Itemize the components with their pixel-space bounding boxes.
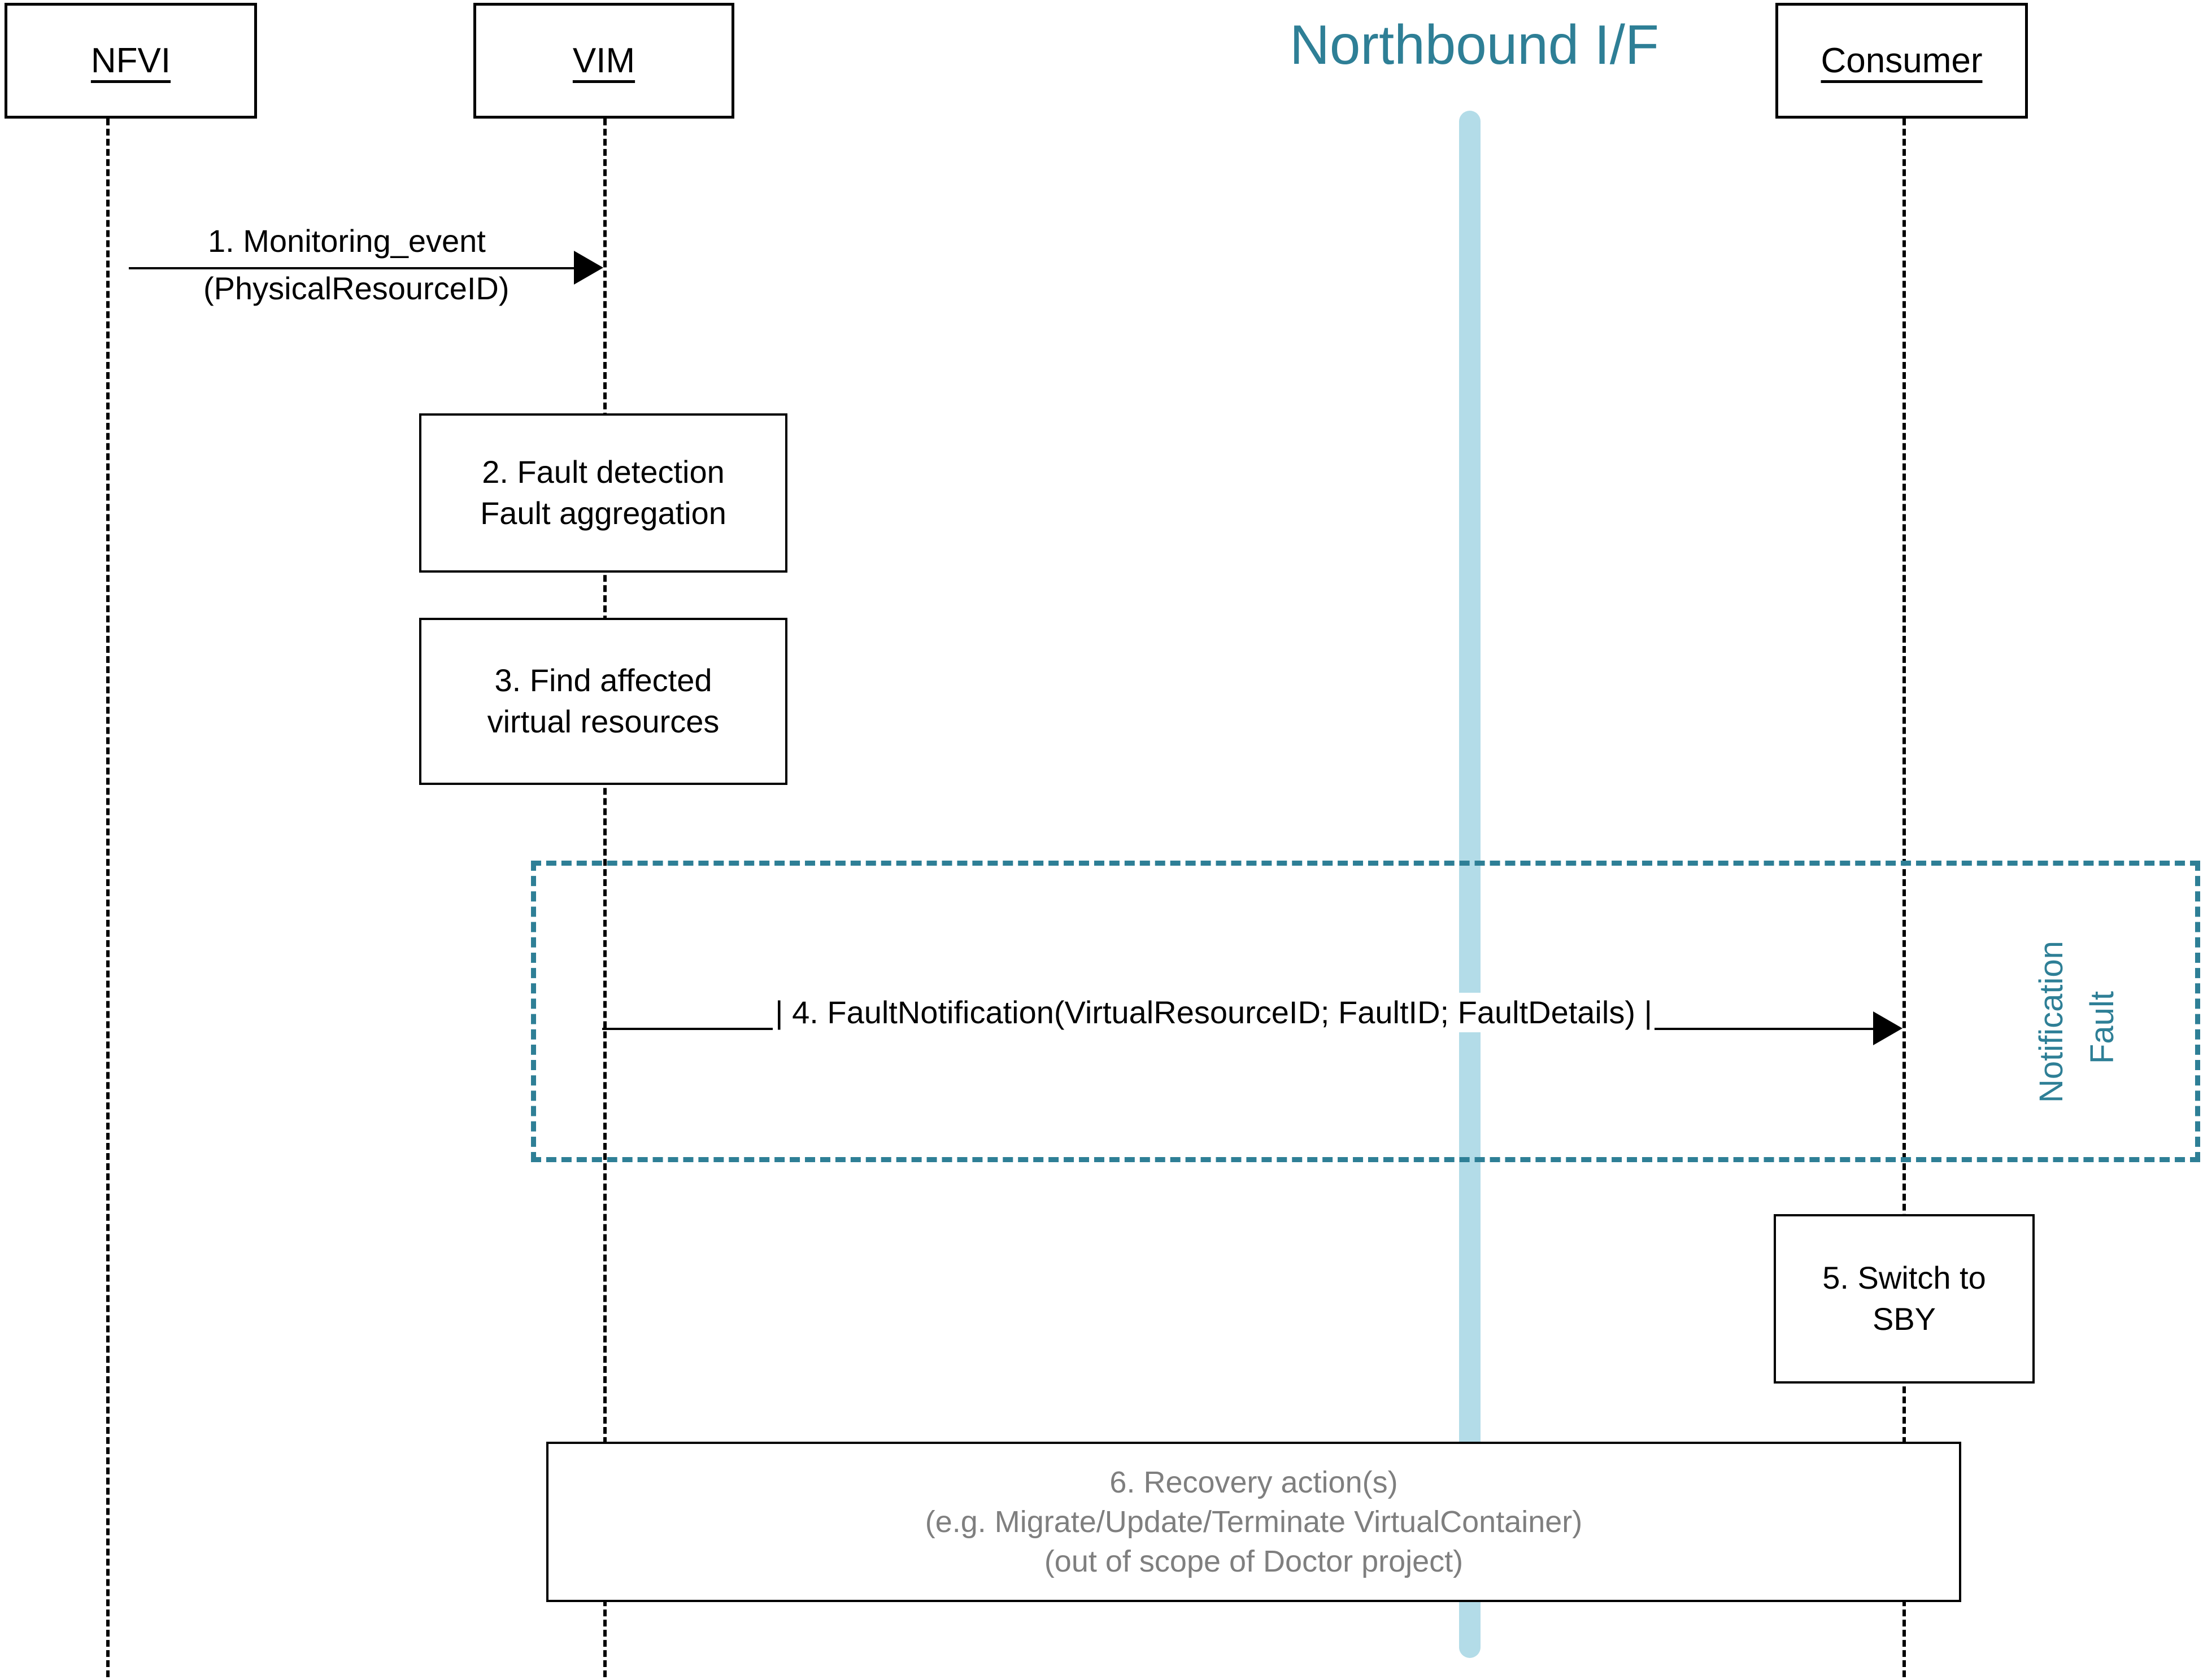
message-1-line	[129, 267, 581, 269]
process-box-step3-line2: virtual resources	[487, 704, 720, 739]
fault-notification-fragment-title-line1: Fault	[2084, 991, 2121, 1064]
participant-box-vim[interactable]: VIM	[473, 3, 734, 119]
message-1-arrowhead	[574, 251, 603, 285]
process-box-step6-line1: 6. Recovery action(s)	[1109, 1465, 1398, 1499]
participant-label-vim: VIM	[572, 41, 635, 80]
process-box-step3-line1: 3. Find affected	[494, 662, 712, 699]
message-1-label-line2: (PhysicalResourceID)	[203, 270, 510, 306]
message-4-label: | 4. FaultNotification(VirtualResourceID…	[773, 993, 1655, 1032]
process-box-step6-line2: (e.g. Migrate/Update/Terminate VirtualCo…	[925, 1504, 1583, 1539]
lifeline-vim	[603, 119, 607, 1677]
process-box-step3[interactable]: 3. Find affected virtual resources	[419, 618, 787, 785]
participant-box-nfvi[interactable]: NFVI	[5, 3, 257, 119]
message-1-label-line1: 1. Monitoring_event	[208, 223, 486, 259]
northbound-interface-label: Northbound I/F	[1290, 14, 1659, 76]
lifeline-consumer	[1902, 119, 1906, 1677]
process-box-step5-line2: SBY	[1872, 1301, 1936, 1337]
participant-box-consumer[interactable]: Consumer	[1775, 3, 2028, 119]
process-box-step2[interactable]: 2. Fault detection Fault aggregation	[419, 413, 787, 573]
fault-notification-fragment	[531, 861, 2200, 1162]
process-box-step6[interactable]: 6. Recovery action(s) (e.g. Migrate/Upda…	[546, 1442, 1961, 1602]
northbound-interface-bar	[1459, 111, 1481, 1658]
message-4-arrowhead	[1873, 1011, 1902, 1045]
process-box-step5-line1: 5. Switch to	[1822, 1260, 1986, 1296]
participant-label-nfvi: NFVI	[90, 41, 171, 80]
process-box-step2-line1: 2. Fault detection	[482, 454, 725, 490]
process-box-step5[interactable]: 5. Switch to SBY	[1774, 1214, 2035, 1384]
lifeline-nfvi	[106, 119, 110, 1677]
process-box-step6-line3: (out of scope of Doctor project)	[1044, 1544, 1464, 1579]
fault-notification-fragment-title-line2: Notification	[2033, 941, 2070, 1103]
process-box-step2-line2: Fault aggregation	[480, 495, 726, 531]
participant-label-consumer: Consumer	[1821, 41, 1983, 80]
